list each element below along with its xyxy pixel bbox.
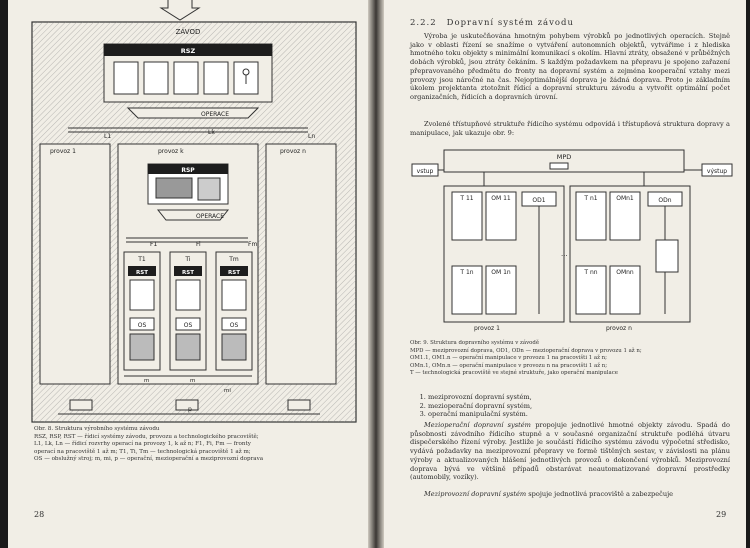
rsp-label: RSP: [181, 167, 195, 174]
caption-line: L1, Lk, Ln — řídicí rozvrhy operací na p…: [34, 441, 251, 448]
caption-line: Obr. 9. Struktura dopravního systému v z…: [410, 340, 540, 346]
odn-label: ODn: [658, 197, 671, 204]
paragraph-1: Výroba je uskutečňována hmotným pohybem …: [410, 32, 730, 101]
diagram-provoz-1-label: provoz 1: [474, 325, 500, 332]
os-label-2: OS: [184, 322, 193, 329]
provoz-n-label: provoz n: [280, 148, 306, 155]
tn1-label: T n1: [583, 195, 597, 202]
mpd-label: MPD: [557, 153, 572, 161]
rst-label-3: RST: [228, 270, 240, 276]
section-title: Dopravní systém závodu: [446, 18, 574, 28]
page-number-right: 29: [716, 510, 727, 519]
od1-label: OD1: [532, 197, 545, 204]
paragraph-2: Zvolené třístupňové struktuře řídicího s…: [410, 120, 730, 137]
om11-label: OM 11: [491, 195, 511, 202]
figure-9-transport-diagram: MPD vstup výstup T 11 OM 11 OD1 T 1n OM …: [411, 149, 733, 332]
mi-label: mi: [224, 388, 231, 394]
operace-mid-label: OPERACE: [196, 213, 224, 220]
operace-top-label: OPERACE: [201, 111, 229, 118]
tm-label: Tm: [228, 256, 239, 263]
caption-line: MPD — meziprovozní doprava, OD1, ODn — m…: [410, 347, 642, 354]
rst-label-1: RST: [136, 270, 148, 276]
t1n-label: T 1n: [459, 269, 473, 276]
vystup-label: výstup: [707, 168, 727, 175]
diagram-provoz-n-label: provoz n: [606, 325, 632, 332]
workstation-t1: T1 RST OS: [123, 251, 161, 371]
book-gutter: [368, 0, 384, 548]
list-item: meziprovozní dopravní systém,: [428, 393, 532, 402]
caption-line: OMn.1, OMn.n — operační manipulace v pro…: [410, 362, 608, 369]
t11-label: T 11: [459, 195, 473, 202]
ellipsis: ...: [561, 250, 568, 258]
caption-line: T — technologická pracoviště ve stejné s…: [410, 370, 618, 377]
paragraph-3-lead: Mezioperační dopravní systém: [424, 421, 531, 429]
figure-8-caption: Obr. 8. Struktura výrobního systému závo…: [34, 426, 360, 464]
fi-label: Fi: [196, 241, 201, 248]
rsz-label: RSZ: [181, 47, 196, 55]
vstup-label: vstup: [417, 168, 434, 175]
tnn-label: T nn: [583, 269, 597, 276]
os-label-1: OS: [138, 322, 147, 329]
t1-label: T1: [137, 256, 146, 263]
figure-9-caption: Obr. 9. Struktura dopravního systému v z…: [410, 340, 730, 378]
workstation-tm: Tm RST OS: [215, 251, 253, 371]
ti-label: Ti: [184, 256, 190, 263]
right-page: 2.2.2 Dopravní systém závodu Výroba je us…: [384, 0, 746, 548]
figure-title: ZÁVOD: [176, 27, 201, 36]
fm-label: Fm: [248, 241, 257, 248]
p-label: p: [188, 406, 192, 413]
page-number-left: 28: [34, 510, 45, 519]
om1n-label: OM 1n: [491, 269, 511, 276]
provoz-1-label: provoz 1: [50, 148, 76, 155]
caption-line: OS — obslužný stroj; m, mi, p — operační…: [34, 456, 264, 463]
caption-line: operací na pracoviště 1 až m; T1, Ti, Tm…: [34, 448, 251, 455]
section-heading: 2.2.2 Dopravní systém závodu: [410, 18, 574, 28]
caption-line: RSZ, RSP, RST — řídicí systémy závodu, p…: [34, 433, 259, 440]
f1-label: F1: [150, 241, 157, 248]
paragraph-3-body: propojuje jednotlivé hmotné objekty závo…: [410, 421, 730, 482]
lk-label: Lk: [208, 129, 215, 136]
section-number: 2.2.2: [410, 18, 437, 28]
paragraph-4: Meziprovozní dopravní systém spojuje jed…: [410, 490, 730, 499]
m-label-2: m: [190, 378, 195, 384]
ln-label: Ln: [308, 133, 315, 140]
omn1-label: OMn1: [616, 195, 634, 202]
list-item: mezioperační dopravní systém,: [428, 402, 532, 411]
list-item: operační manipulační systém.: [428, 410, 532, 419]
caption-line: OM1.1, OM1.n — operační manipulace v pro…: [410, 355, 607, 362]
m-label-1: m: [144, 378, 149, 384]
l1-label: L1: [104, 133, 111, 140]
paragraph-3: Mezioperační dopravní systém propojuje j…: [410, 421, 730, 482]
caption-line: Obr. 8. Struktura výrobního systému závo…: [34, 426, 160, 432]
provoz-k-label: provoz k: [158, 148, 184, 155]
workstation-ti: Ti RST OS: [169, 251, 207, 371]
paragraph-4-lead: Meziprovozní dopravní systém: [424, 490, 527, 498]
paragraph-4-body: spojuje jednotlivá pracoviště a zabezpeč…: [526, 490, 674, 498]
rst-label-2: RST: [182, 270, 194, 276]
system-list: meziprovozní dopravní systém, mezioperač…: [410, 393, 532, 419]
left-page: ZÁVOD RSZ OPERACE L1 Lk Ln provoz 1: [8, 0, 368, 548]
figure-8-factory-structure: ZÁVOD RSZ OPERACE L1 Lk Ln provoz 1: [31, 0, 357, 423]
os-label-3: OS: [230, 322, 239, 329]
omnn-label: OMnn: [616, 269, 634, 276]
